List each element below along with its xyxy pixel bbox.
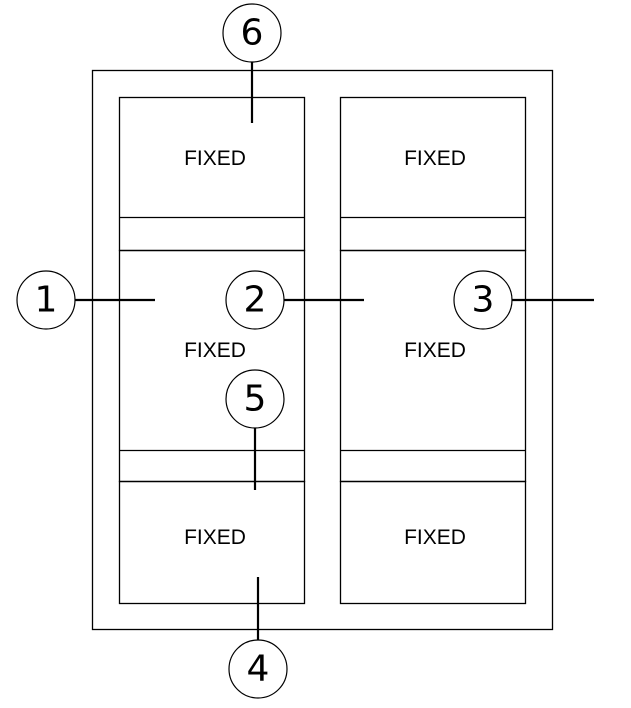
callout-5-number: 5 xyxy=(244,379,267,420)
callout-2: 2 xyxy=(225,270,285,330)
panel-label-left-middle: FIXED xyxy=(184,339,246,362)
callout-5-circle xyxy=(225,369,285,429)
panel-label-left-bottom: FIXED xyxy=(184,526,246,549)
callout-3-number: 3 xyxy=(472,280,495,321)
panel-label-right-middle: FIXED xyxy=(404,339,466,362)
callout-4-number: 4 xyxy=(247,649,270,690)
callout-1: 1 xyxy=(16,270,76,330)
callout-1-circle xyxy=(16,270,76,330)
callout-4-circle xyxy=(228,639,288,699)
callout-3: 3 xyxy=(453,270,513,330)
callout-3-circle xyxy=(453,270,513,330)
callout-2-circle xyxy=(225,270,285,330)
panel-label-right-top: FIXED xyxy=(404,147,466,170)
left-lower-sash xyxy=(118,480,306,605)
outer-frame xyxy=(91,69,554,631)
callout-1-number: 1 xyxy=(35,280,58,321)
panel-label-right-bottom: FIXED xyxy=(404,526,466,549)
callout-6-number: 6 xyxy=(241,13,264,54)
right-upper-sash xyxy=(339,96,527,252)
callout-2-number: 2 xyxy=(244,280,267,321)
callout-4: 4 xyxy=(228,639,288,699)
callout-6-circle xyxy=(222,3,282,63)
callout-6: 6 xyxy=(222,3,282,63)
right-lower-sash xyxy=(339,480,527,605)
callout-5: 5 xyxy=(225,369,285,429)
panel-label-left-top: FIXED xyxy=(184,147,246,170)
left-upper-sash xyxy=(118,96,306,252)
